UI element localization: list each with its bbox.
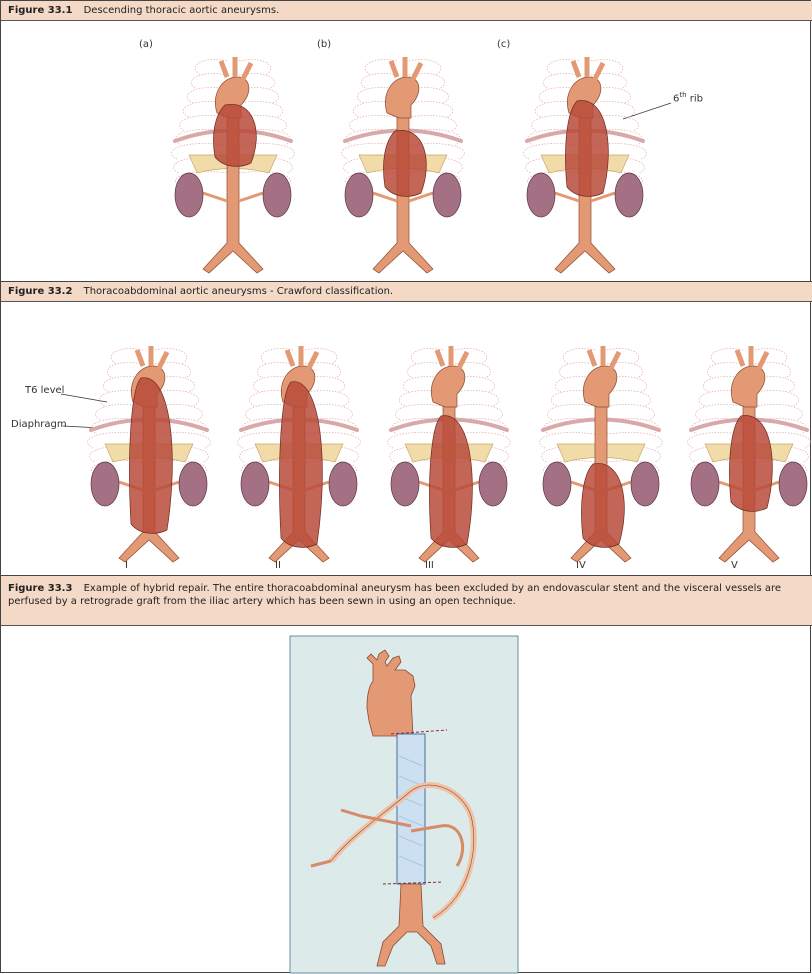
figure-33-1: Figure 33.1 Descending thoracic aortic a… bbox=[1, 1, 812, 282]
aortic-arch bbox=[366, 649, 416, 737]
renal-arteries bbox=[202, 191, 264, 203]
aorta bbox=[202, 97, 264, 274]
arch-branches bbox=[434, 346, 470, 370]
figure-number: Figure 33.1 bbox=[8, 5, 73, 16]
aneurysm-sac bbox=[581, 463, 625, 548]
type-label-v: V bbox=[731, 560, 738, 571]
figure-title: Descending thoracic aortic aneurysms. bbox=[83, 5, 280, 16]
torso-figure bbox=[341, 57, 465, 274]
aneurysm-sac bbox=[213, 104, 257, 167]
right-kidney bbox=[614, 172, 644, 218]
arch-branches bbox=[218, 57, 254, 81]
right-kidney bbox=[178, 461, 208, 507]
aneurysm-sac bbox=[729, 415, 773, 512]
aortic-arch bbox=[385, 76, 420, 119]
left-kidney bbox=[344, 172, 374, 218]
torso-figure bbox=[387, 346, 511, 563]
right-kidney bbox=[630, 461, 660, 507]
arch-branches bbox=[134, 346, 170, 370]
arch-branches bbox=[284, 346, 320, 370]
torso-figure bbox=[171, 57, 295, 274]
type-label-ii: II bbox=[275, 560, 281, 571]
aneurysm-sac bbox=[279, 381, 323, 548]
panel-label-a: (a) bbox=[139, 39, 153, 50]
figure-33-2: Figure 33.2 Thoracoabdominal aortic aneu… bbox=[1, 282, 812, 576]
figure-number: Figure 33.2 bbox=[8, 286, 73, 297]
hybrid-repair-illustration bbox=[1, 626, 812, 974]
right-kidney bbox=[328, 461, 358, 507]
distal-suture-line bbox=[382, 881, 444, 885]
panel-label-b: (b) bbox=[317, 39, 332, 50]
type-label-iii: III bbox=[425, 560, 434, 571]
renal-arteries bbox=[372, 191, 434, 203]
left-kidney bbox=[390, 461, 420, 507]
figure-text: Example of hybrid repair. The entire tho… bbox=[8, 583, 782, 607]
right-kidney bbox=[478, 461, 508, 507]
torso-figure bbox=[237, 346, 361, 563]
visceral-branches bbox=[310, 808, 465, 868]
figure-33-2-caption: Figure 33.2 Thoracoabdominal aortic aneu… bbox=[1, 282, 812, 302]
arch-branches bbox=[570, 57, 606, 81]
figure-33-2-drawings bbox=[87, 346, 811, 563]
right-kidney bbox=[262, 172, 292, 218]
aortic-arch bbox=[431, 365, 466, 408]
left-kidney bbox=[690, 461, 720, 507]
arch-branches bbox=[388, 57, 424, 81]
left-kidney bbox=[542, 461, 572, 507]
arch-branches bbox=[734, 346, 770, 370]
aneurysm-sac bbox=[129, 377, 173, 534]
torso-figure bbox=[539, 346, 663, 563]
panel-label-c: (c) bbox=[497, 39, 511, 50]
figure-33-2-panels: T6 level Diaphragm I II III IV V bbox=[1, 302, 812, 576]
aneurysm-sac bbox=[429, 415, 473, 548]
figure-33-1-panels: (a) (b) (c) 6th rib bbox=[1, 21, 812, 282]
torso-figure bbox=[687, 346, 811, 563]
right-kidney bbox=[778, 461, 808, 507]
diaphragm-label: Diaphragm bbox=[11, 419, 67, 430]
proximal-suture-line bbox=[390, 729, 448, 735]
hybrid-repair-drawing bbox=[289, 635, 519, 974]
figure-number: Figure 33.3 bbox=[8, 583, 73, 594]
aortic-arch bbox=[583, 365, 618, 408]
aneurysm-sac bbox=[383, 130, 427, 197]
arch-branches bbox=[586, 346, 622, 370]
figure-33-3: Figure 33.3 Example of hybrid repair. Th… bbox=[1, 576, 812, 974]
endovascular-stent bbox=[396, 733, 426, 885]
figure-33-3-caption: Figure 33.3 Example of hybrid repair. Th… bbox=[1, 576, 812, 626]
left-kidney bbox=[174, 172, 204, 218]
abdominal-aorta bbox=[376, 883, 446, 967]
t6-level-label: T6 level bbox=[25, 385, 65, 396]
type-label-iv: IV bbox=[576, 560, 586, 571]
aortic-arch bbox=[731, 365, 766, 408]
left-kidney bbox=[240, 461, 270, 507]
right-kidney bbox=[432, 172, 462, 218]
figure-33-1-caption: Figure 33.1 Descending thoracic aortic a… bbox=[1, 1, 812, 21]
rib-label: 6th rib bbox=[673, 91, 703, 105]
torso-figure bbox=[87, 346, 211, 563]
torso-figure bbox=[523, 57, 647, 274]
type-label-i: I bbox=[125, 560, 128, 571]
renal-arteries bbox=[554, 191, 616, 203]
figure-33-1-drawings bbox=[171, 57, 647, 274]
aneurysm-sac bbox=[565, 100, 609, 197]
left-kidney bbox=[90, 461, 120, 507]
left-kidney bbox=[526, 172, 556, 218]
figure-title: Thoracoabdominal aortic aneurysms - Craw… bbox=[83, 286, 394, 297]
